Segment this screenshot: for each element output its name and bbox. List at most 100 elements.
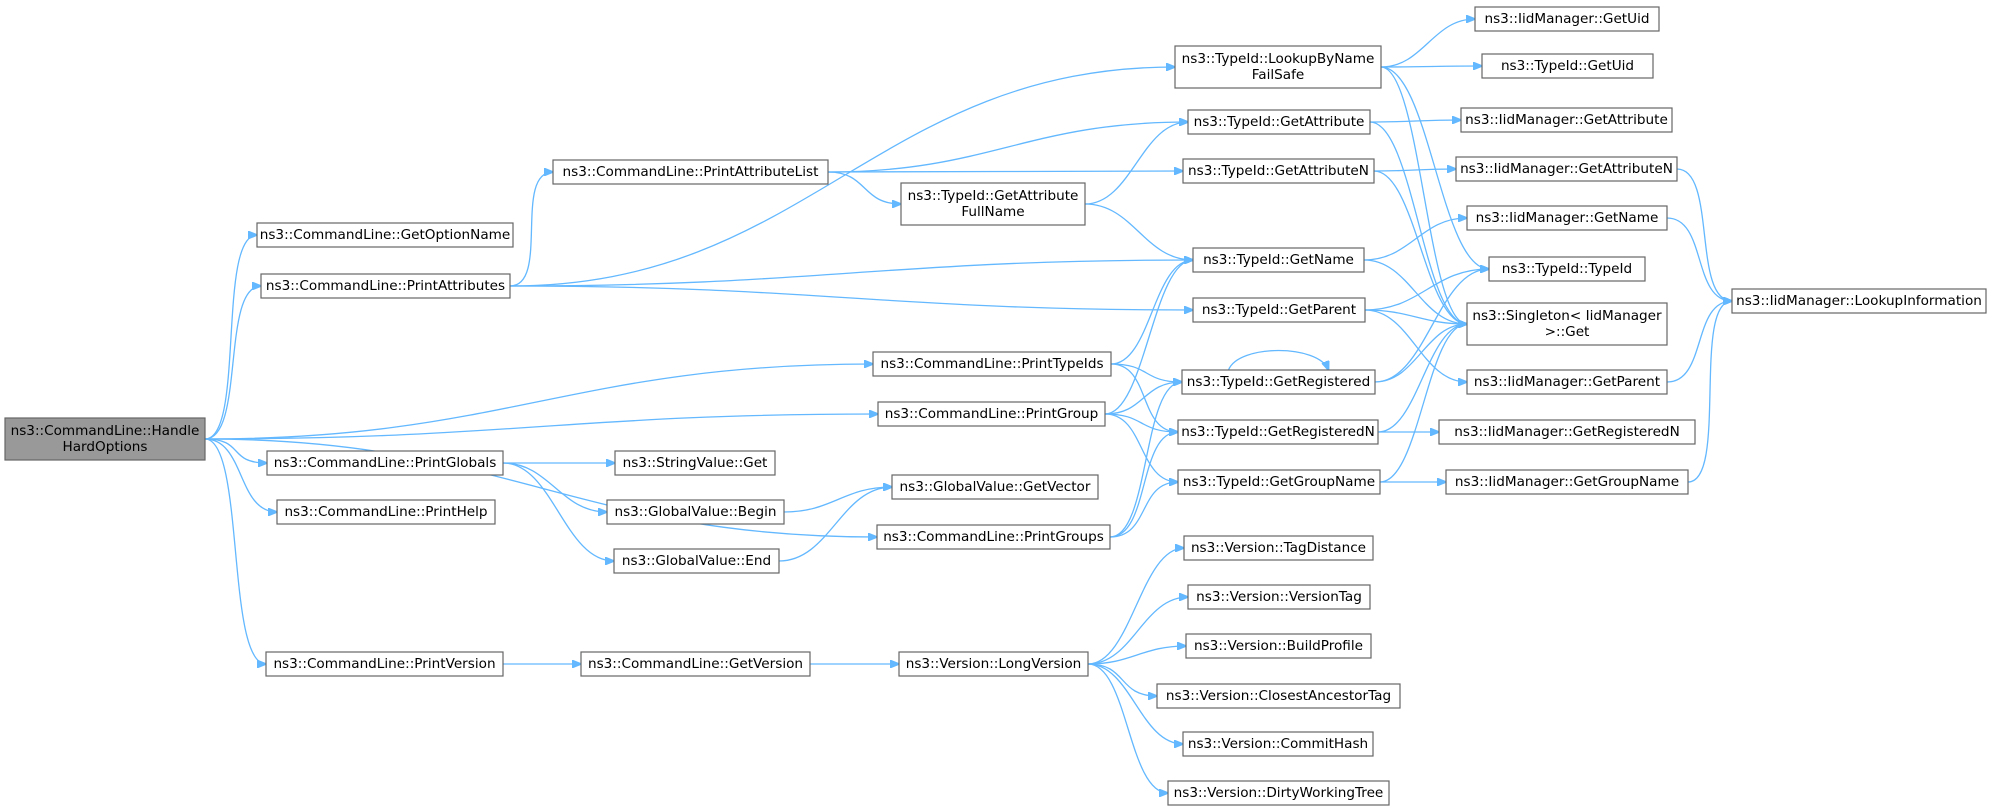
node-box [877, 401, 1106, 427]
graph-node-gvBegin[interactable]: ns3::GlobalValue::Begin [606, 499, 785, 525]
graph-node-iidGetUid[interactable]: ns3::IidManager::GetUid [1474, 6, 1660, 32]
graph-node-tidGetRegisteredN[interactable]: ns3::TypeId::GetRegisteredN [1177, 419, 1379, 445]
node-label: ns3::Version::BuildProfile [1194, 638, 1363, 654]
graph-node-printAttributeList[interactable]: ns3::CommandLine::PrintAttributeList [552, 159, 829, 185]
graph-node-gvEnd[interactable]: ns3::GlobalValue::End [613, 548, 780, 574]
graph-node-iidGetGroupName[interactable]: ns3::IidManager::GetGroupName [1445, 469, 1689, 495]
graph-node-printVersion[interactable]: ns3::CommandLine::PrintVersion [265, 651, 504, 677]
graph-node-iidGetRegisteredN[interactable]: ns3::IidManager::GetRegisteredN [1438, 419, 1696, 445]
graph-node-verClosestAncestorTag[interactable]: ns3::Version::ClosestAncestorTag [1156, 683, 1401, 709]
graph-node-printHelp[interactable]: ns3::CommandLine::PrintHelp [276, 499, 496, 525]
graph-node-printGroup[interactable]: ns3::CommandLine::PrintGroup [877, 401, 1106, 427]
edge-printAttributeList-to-tidGetAttribute [827, 122, 1188, 173]
nodes-layer: ns3::CommandLine::HandleHardOptionsns3::… [4, 6, 1987, 806]
node-label: ns3::GlobalValue::Begin [614, 504, 776, 520]
node-label: ns3::Version::DirtyWorkingTree [1174, 785, 1384, 801]
node-label: ns3::TypeId::GetParent [1202, 302, 1356, 318]
node-label: ns3::IidManager::GetGroupName [1455, 474, 1679, 490]
node-box [891, 474, 1099, 500]
graph-node-iidGetAttribute[interactable]: ns3::IidManager::GetAttribute [1460, 107, 1673, 133]
edge-printTypeIds-to-tidGetRegistered [1110, 363, 1182, 382]
graph-node-verTagDistance[interactable]: ns3::Version::TagDistance [1183, 535, 1374, 561]
node-label: ns3::CommandLine::PrintGroup [885, 406, 1099, 422]
node-label: >::Get [1545, 324, 1590, 340]
edge-longVersion-to-verTagDistance [1087, 548, 1184, 665]
node-box [1481, 53, 1654, 79]
node-label: ns3::StringValue::Get [623, 455, 768, 471]
edge-getAttrFullName-to-tidGetAttribute [1084, 122, 1188, 205]
node-box [614, 450, 776, 476]
node-label: ns3::IidManager::GetParent [1474, 374, 1660, 390]
edge-tidGetAttribute-to-singletonGet [1369, 121, 1467, 324]
edge-lookupFailSafe-to-tidTypeId [1380, 66, 1489, 269]
edge-tidGetRegisteredN-to-singletonGet [1377, 324, 1467, 433]
node-label: ns3::TypeId::GetRegisteredN [1181, 424, 1375, 440]
node-label: ns3::TypeId::GetGroupName [1183, 474, 1375, 490]
node-box [4, 417, 206, 461]
node-label: FullName [961, 204, 1024, 220]
node-label: ns3::TypeId::GetUid [1501, 58, 1634, 74]
graph-node-iidLookupInformation[interactable]: ns3::IidManager::LookupInformation [1731, 288, 1987, 314]
node-label: ns3::CommandLine::PrintGroups [883, 529, 1104, 545]
graph-node-verDirtyWorkingTree[interactable]: ns3::Version::DirtyWorkingTree [1167, 780, 1390, 806]
node-box [613, 548, 780, 574]
graph-node-longVersion[interactable]: ns3::Version::LongVersion [898, 651, 1089, 677]
edge-printGroups-to-tidGetRegistered [1109, 382, 1182, 538]
edge-gvBegin-to-gvGetVector [783, 487, 892, 513]
node-label: ns3::IidManager::GetUid [1484, 11, 1649, 27]
node-label: ns3::Version::ClosestAncestorTag [1166, 688, 1391, 704]
edge-tidGetRegistered-to-tidTypeId [1374, 269, 1489, 383]
edge-tidGetAttributeN-to-singletonGet [1373, 170, 1467, 324]
graph-node-printTypeIds[interactable]: ns3::CommandLine::PrintTypeIds [872, 351, 1112, 377]
graph-node-printGroups[interactable]: ns3::CommandLine::PrintGroups [876, 524, 1111, 550]
node-label: ns3::Singleton< IidManager [1472, 308, 1662, 324]
graph-node-iidGetParent[interactable]: ns3::IidManager::GetParent [1466, 369, 1668, 395]
graph-node-tidGetParent[interactable]: ns3::TypeId::GetParent [1192, 297, 1366, 323]
graph-node-verVersionTag[interactable]: ns3::Version::VersionTag [1187, 584, 1371, 610]
graph-node-tidGetGroupName[interactable]: ns3::TypeId::GetGroupName [1177, 469, 1381, 495]
edge-handle-to-printGroups [204, 438, 877, 537]
graph-node-iidGetName[interactable]: ns3::IidManager::GetName [1466, 205, 1668, 231]
edge-lookupFailSafe-to-iidGetUid [1380, 19, 1475, 68]
node-box [1183, 535, 1374, 561]
node-box [1187, 109, 1371, 135]
graph-node-iidGetAttributeN[interactable]: ns3::IidManager::GetAttributeN [1455, 156, 1678, 182]
node-box [260, 273, 511, 299]
graph-node-verBuildProfile[interactable]: ns3::Version::BuildProfile [1185, 633, 1372, 659]
edge-tidGetAttribute-to-iidGetAttribute [1369, 120, 1461, 122]
edge-lookupFailSafe-to-singletonGet [1380, 66, 1467, 324]
edge-iidGetAttributeN-to-iidLookupInformation [1676, 168, 1732, 301]
graph-node-getVersion[interactable]: ns3::CommandLine::GetVersion [580, 651, 811, 677]
graph-node-tidGetName[interactable]: ns3::TypeId::GetName [1192, 247, 1365, 273]
edge-longVersion-to-verVersionTag [1087, 597, 1188, 665]
graph-node-stringValueGet[interactable]: ns3::StringValue::Get [614, 450, 776, 476]
edge-printGlobals-to-gvEnd [502, 462, 614, 561]
graph-node-tidTypeId[interactable]: ns3::TypeId::TypeId [1488, 256, 1646, 282]
graph-node-tidGetAttribute[interactable]: ns3::TypeId::GetAttribute [1187, 109, 1371, 135]
node-label: ns3::IidManager::GetAttributeN [1460, 161, 1673, 177]
node-box [1167, 780, 1390, 806]
graph-node-getOptionName[interactable]: ns3::CommandLine::GetOptionName [256, 222, 514, 248]
graph-node-gvGetVector[interactable]: ns3::GlobalValue::GetVector [891, 474, 1099, 500]
node-label: ns3::CommandLine::PrintGlobals [274, 455, 497, 471]
edge-tidGetParent-to-singletonGet [1364, 309, 1467, 324]
graph-node-tidGetRegistered[interactable]: ns3::TypeId::GetRegistered [1181, 369, 1376, 395]
node-label: ns3::Version::VersionTag [1196, 589, 1362, 605]
graph-node-printAttributes[interactable]: ns3::CommandLine::PrintAttributes [260, 273, 511, 299]
edge-tidGetParent-to-tidTypeId [1364, 269, 1489, 311]
edge-printGroups-to-tidGetGroupName [1109, 482, 1178, 538]
edge-printGroup-to-tidGetName [1104, 260, 1193, 415]
edge-handle-to-printTypeIds [204, 364, 873, 440]
edge-printAttributeList-to-getAttrFullName [827, 171, 901, 204]
node-label: ns3::CommandLine::PrintHelp [284, 504, 487, 520]
graph-node-tidGetAttributeN[interactable]: ns3::TypeId::GetAttributeN [1182, 158, 1375, 184]
graph-node-verCommitHash[interactable]: ns3::Version::CommitHash [1182, 731, 1374, 757]
graph-node-singletonGet[interactable]: ns3::Singleton< IidManager >::Get [1466, 302, 1668, 346]
edge-handle-to-getOptionName [204, 235, 257, 440]
graph-node-tidGetUid[interactable]: ns3::TypeId::GetUid [1481, 53, 1654, 79]
graph-node-printGlobals[interactable]: ns3::CommandLine::PrintGlobals [266, 450, 504, 476]
